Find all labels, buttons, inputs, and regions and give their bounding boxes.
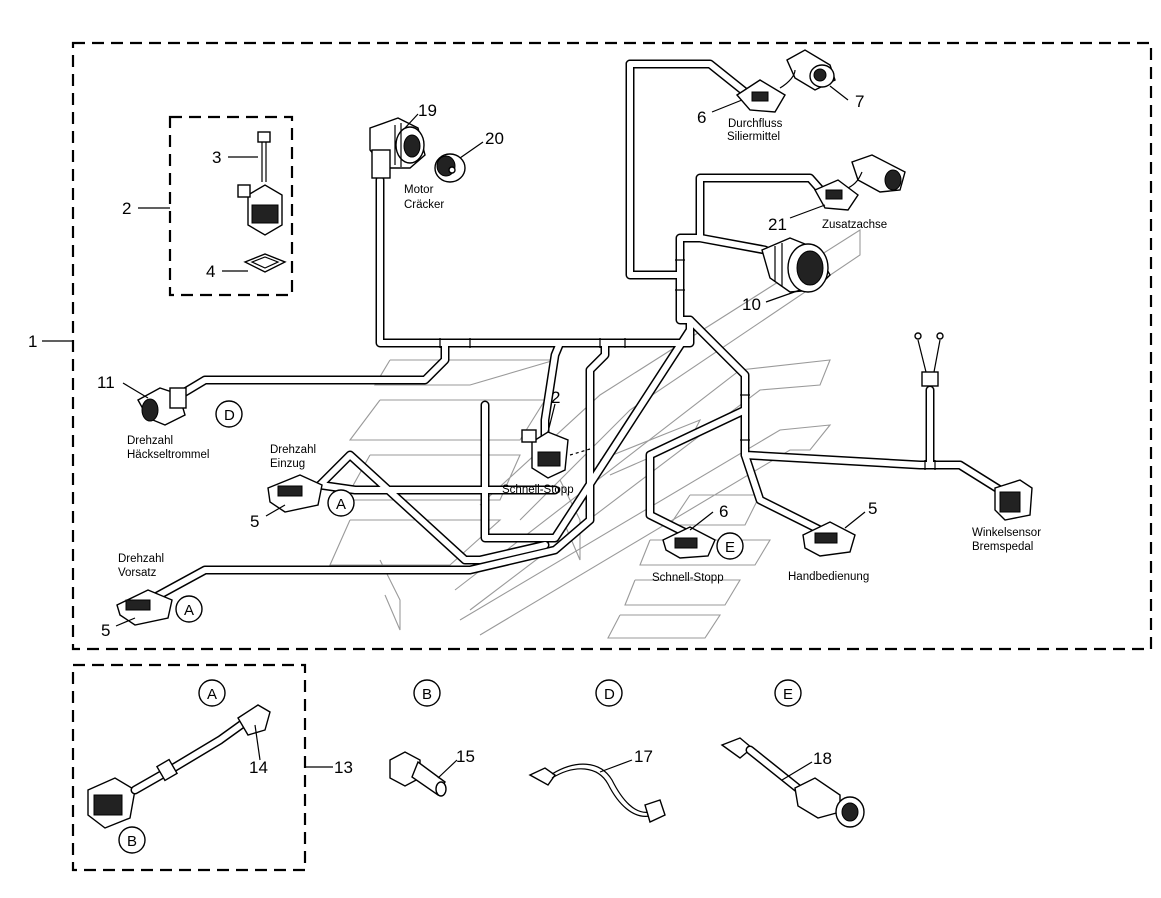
detail-box-13 bbox=[71, 663, 307, 872]
svg-text:A: A bbox=[184, 602, 194, 619]
component-labels: Motor Cräcker Durchfluss Siliermittel Zu… bbox=[118, 118, 1041, 584]
connector-5-einzug bbox=[267, 474, 323, 513]
letter-e-main: E bbox=[716, 532, 744, 560]
callout-2: 2 bbox=[122, 199, 131, 218]
callout-5-handbedienung: 5 bbox=[868, 499, 877, 518]
callout-7: 7 bbox=[855, 92, 864, 111]
connector-20-plug bbox=[434, 153, 466, 183]
svg-text:B: B bbox=[127, 833, 137, 850]
label-winkelsensor: Winkelsensor bbox=[972, 527, 1041, 539]
connector-5-vorsatz bbox=[116, 589, 173, 626]
label-zusatzachse: Zusatzachse bbox=[822, 219, 887, 231]
svg-text:E: E bbox=[725, 539, 735, 556]
detail-box-2 bbox=[168, 115, 294, 297]
connector-6-siliermittel bbox=[735, 69, 796, 113]
bolt-15 bbox=[389, 751, 447, 797]
letter-a-box: A bbox=[198, 679, 226, 707]
label-motor: Motor bbox=[404, 184, 434, 196]
label-durchfluss: Durchfluss bbox=[728, 118, 783, 130]
callout-3: 3 bbox=[212, 148, 221, 167]
label-einzug: Einzug bbox=[270, 458, 305, 470]
callout-6-bottom: 6 bbox=[719, 502, 728, 521]
callout-17: 17 bbox=[634, 747, 653, 766]
label-cracker: Cräcker bbox=[404, 199, 444, 211]
svg-text:D: D bbox=[224, 407, 235, 424]
letter-b-box: B bbox=[118, 826, 146, 854]
circled-letters: D A A E A B B D E bbox=[118, 400, 802, 854]
pigtail-terminals bbox=[914, 332, 944, 387]
callout-11: 11 bbox=[97, 373, 115, 392]
connector-19-motor-cracker bbox=[369, 117, 426, 179]
leader-lines bbox=[42, 85, 866, 781]
connector-7-siliermittel bbox=[786, 49, 836, 91]
letter-d-main: D bbox=[215, 400, 243, 428]
label-schnell-stopp-center: Schnell-Stopp bbox=[502, 484, 574, 496]
label-handbedienung: Handbedienung bbox=[788, 571, 869, 583]
svg-text:A: A bbox=[207, 686, 217, 703]
callout-20: 20 bbox=[485, 129, 504, 148]
svg-text:D: D bbox=[604, 686, 615, 703]
label-haeckseltrommel: Häckseltrommel bbox=[127, 449, 209, 461]
label-siliermittel: Siliermittel bbox=[727, 131, 780, 143]
letter-a-mid: A bbox=[327, 489, 355, 517]
detail-2-parts bbox=[237, 131, 287, 273]
main-assembly-boundary bbox=[71, 41, 1153, 651]
connector-5-handbedienung bbox=[802, 521, 856, 557]
letter-d-item: D bbox=[595, 679, 623, 707]
connector-6-schnell-stopp bbox=[662, 526, 716, 559]
label-vorsatz: Vorsatz bbox=[118, 567, 157, 579]
callout-5-einzug: 5 bbox=[250, 512, 259, 531]
callout-19: 19 bbox=[418, 101, 437, 120]
callout-1: 1 bbox=[28, 332, 37, 351]
callout-18: 18 bbox=[813, 749, 832, 768]
callout-4: 4 bbox=[206, 262, 215, 281]
letter-a-low: A bbox=[175, 595, 203, 623]
svg-text:A: A bbox=[336, 496, 346, 513]
callout-numbers: 1 2 3 4 19 20 6 7 21 10 11 2 5 5 6 5 13 … bbox=[28, 92, 877, 777]
callout-14: 14 bbox=[249, 758, 268, 777]
callout-13: 13 bbox=[334, 758, 353, 777]
background-ghost-outlines bbox=[329, 228, 861, 639]
switch-2-schnell-stopp bbox=[521, 429, 591, 479]
letter-e-item: E bbox=[774, 679, 802, 707]
callout-5-vorsatz: 5 bbox=[101, 621, 110, 640]
label-drehzahl-2: Drehzahl bbox=[270, 444, 316, 456]
label-schnell-stopp-bottom: Schnell-Stopp bbox=[652, 572, 724, 584]
svg-text:B: B bbox=[422, 686, 432, 703]
callout-2-center: 2 bbox=[551, 388, 560, 407]
main-harness bbox=[145, 59, 1005, 605]
callout-10: 10 bbox=[742, 295, 761, 314]
cable-13-adapter bbox=[87, 704, 271, 829]
callout-21: 21 bbox=[768, 215, 787, 234]
label-drehzahl-3: Drehzahl bbox=[118, 553, 164, 565]
connector-21-zusatzachse bbox=[814, 154, 906, 211]
svg-text:E: E bbox=[783, 686, 793, 703]
sensor-17 bbox=[528, 763, 666, 823]
callout-6-top: 6 bbox=[697, 108, 706, 127]
switch-18 bbox=[720, 737, 865, 828]
connector-10-round bbox=[761, 237, 831, 293]
sensor-11-haeckseltrommel bbox=[137, 387, 187, 426]
label-bremspedal: Bremspedal bbox=[972, 541, 1033, 553]
connector-winkelsensor bbox=[994, 479, 1033, 521]
letter-b-item: B bbox=[413, 679, 441, 707]
label-drehzahl-1: Drehzahl bbox=[127, 435, 173, 447]
callout-15: 15 bbox=[456, 747, 475, 766]
